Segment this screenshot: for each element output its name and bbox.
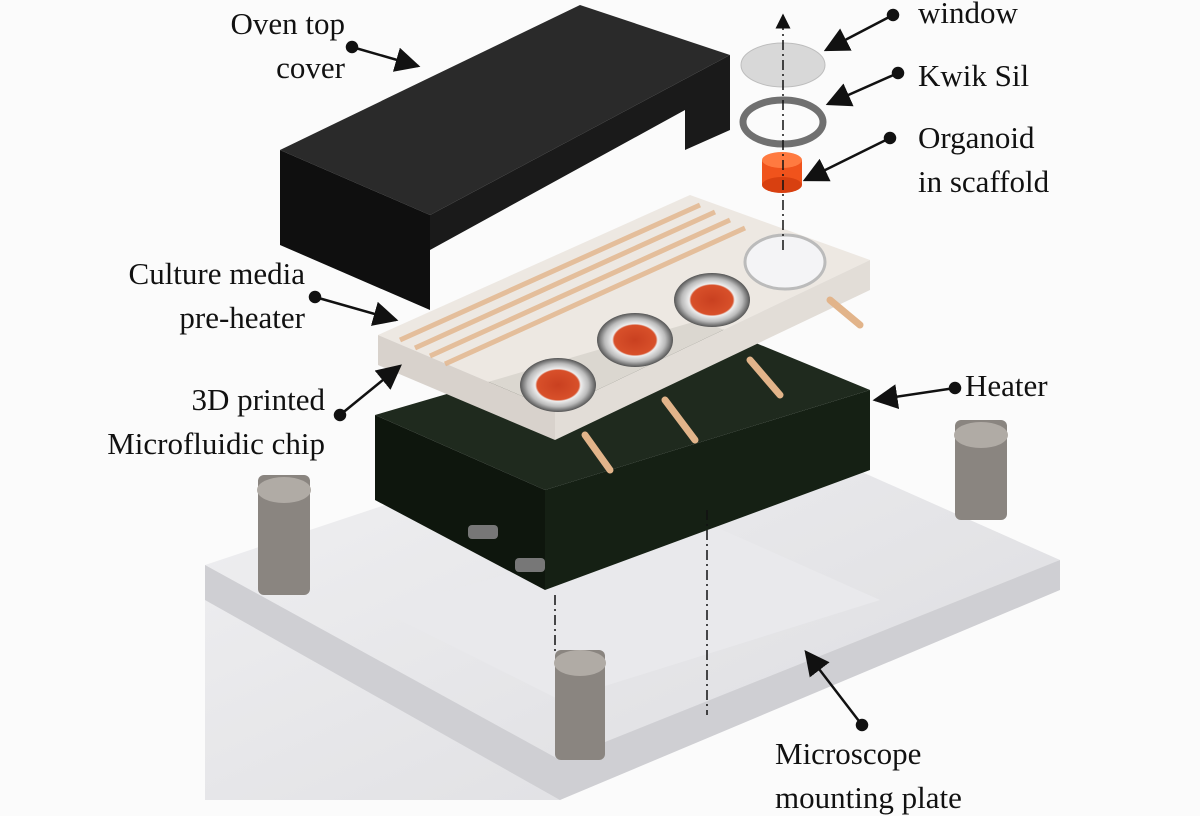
assembly-axis <box>554 13 791 715</box>
label-leaders <box>308 8 962 732</box>
label-line: Organoid <box>918 120 1035 155</box>
label-microfluidic-chip: 3D printed Microfluidic chip <box>107 382 325 462</box>
label-line: cover <box>276 50 345 85</box>
label-line: Microscope <box>775 736 922 771</box>
label-oven-top-cover: Oven top cover <box>230 6 345 86</box>
organoid-scaffold <box>762 152 802 193</box>
label-line: pre-heater <box>179 300 305 335</box>
label-line: Microfluidic chip <box>107 426 325 461</box>
label-line: Culture media <box>128 256 305 291</box>
label-line: 3D printed <box>191 382 325 417</box>
label-heater: Heater <box>965 368 1048 403</box>
label-mounting-plate: Microscope mounting plate <box>775 736 962 816</box>
label-kwik-sil: Kwik Sil <box>918 58 1030 93</box>
oven-top-cover <box>280 5 730 310</box>
screw-icon <box>257 420 1008 760</box>
label-window: window <box>918 0 1018 30</box>
label-line: in scaffold <box>918 164 1050 199</box>
label-line: Oven top <box>230 6 345 41</box>
label-organoid: Organoid in scaffold <box>918 120 1049 200</box>
label-culture-media: Culture media pre-heater <box>129 256 305 336</box>
microfluidic-chip <box>378 195 870 474</box>
label-line: mounting plate <box>775 780 962 815</box>
